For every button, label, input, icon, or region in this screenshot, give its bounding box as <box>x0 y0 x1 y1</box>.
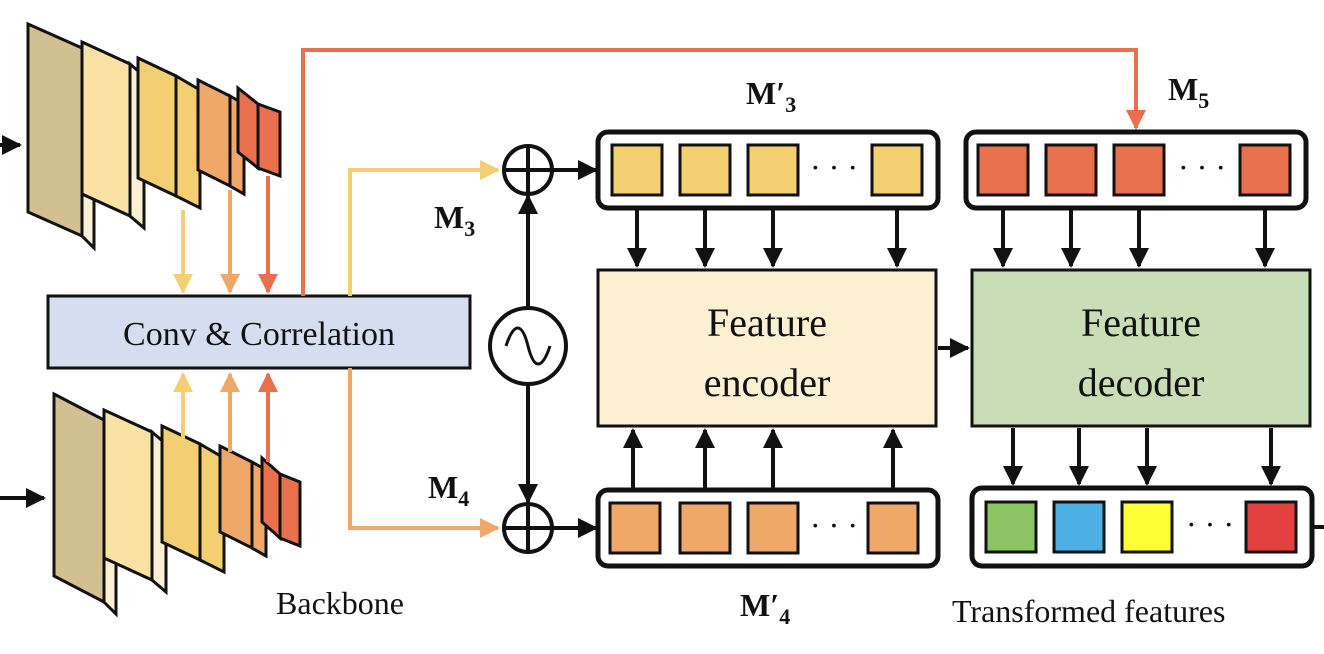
backbone-bottom-stack <box>0 391 302 618</box>
m3-token <box>746 143 800 197</box>
decoder-label-line2: decoder <box>1078 360 1205 405</box>
transformed-features-container: · · · <box>969 485 1315 569</box>
m3-label: M3 <box>434 199 475 241</box>
m5-to-decoder-arrows <box>993 210 1275 268</box>
m3-token <box>610 143 664 197</box>
output-token-red <box>1244 500 1298 554</box>
m3-token <box>870 143 924 197</box>
m3-to-encoder-arrows <box>627 210 907 268</box>
backbone-bottom-layer-4 <box>218 443 268 559</box>
backbone-bottom-layer-3 <box>160 423 226 575</box>
m4-prime-token-container: · · · <box>595 487 941 569</box>
m4-token <box>678 501 732 555</box>
feature-encoder-block: Feature encoder <box>596 268 938 428</box>
m4-token <box>866 501 920 555</box>
ellipsis: · · · <box>810 149 858 185</box>
ellipsis: · · · <box>1186 506 1234 542</box>
m5-token <box>976 143 1030 197</box>
decoder-label-line1: Feature <box>1081 300 1201 345</box>
encoder-label-line2: encoder <box>704 360 831 405</box>
m5-token-container: · · · <box>963 129 1309 211</box>
conv-correlation-block: Conv & Correlation <box>46 294 472 370</box>
m4-token <box>608 501 662 555</box>
m5-token <box>1238 143 1292 197</box>
m5-token <box>1112 143 1166 197</box>
encoder-label-line1: Feature <box>707 300 827 345</box>
m4-flow-arrow <box>348 368 500 538</box>
m4-token <box>746 501 800 555</box>
m5-token <box>1044 143 1098 197</box>
transformed-features-label: Transformed features <box>952 593 1225 629</box>
backbone-top-layer-5 <box>236 84 282 179</box>
decoder-to-output-arrows <box>1003 428 1281 486</box>
backbone-top-stack <box>0 21 282 252</box>
backbone-bottom-layer-5 <box>260 454 302 549</box>
m5-flow-arrow <box>301 48 1146 296</box>
m3-prime-label: M′3 <box>746 75 796 117</box>
backbone-top-layer-3 <box>136 55 202 211</box>
m5-label: M5 <box>1168 71 1209 113</box>
backbone-to-conv-arrows <box>173 176 278 462</box>
circled-plus-icon <box>502 502 554 554</box>
conv-label: Conv & Correlation <box>123 316 395 353</box>
m4-prime-label: M′4 <box>740 587 790 629</box>
m3-flow-arrow <box>348 160 500 296</box>
m4-label: M4 <box>428 469 469 511</box>
ellipsis: · · · <box>810 507 858 543</box>
output-token-yellow <box>1120 500 1174 554</box>
ellipsis: · · · <box>1178 149 1226 185</box>
m3-token <box>678 143 732 197</box>
m3-prime-token-container: · · · <box>595 129 941 211</box>
circled-plus-icon <box>502 144 554 196</box>
m4-to-encoder-arrows <box>623 428 903 488</box>
backbone-label: Backbone <box>276 585 404 621</box>
output-token-blue <box>1052 500 1106 554</box>
sinusoid-icon <box>488 306 568 386</box>
feature-decoder-block: Feature decoder <box>970 268 1312 428</box>
output-token-green <box>984 500 1038 554</box>
